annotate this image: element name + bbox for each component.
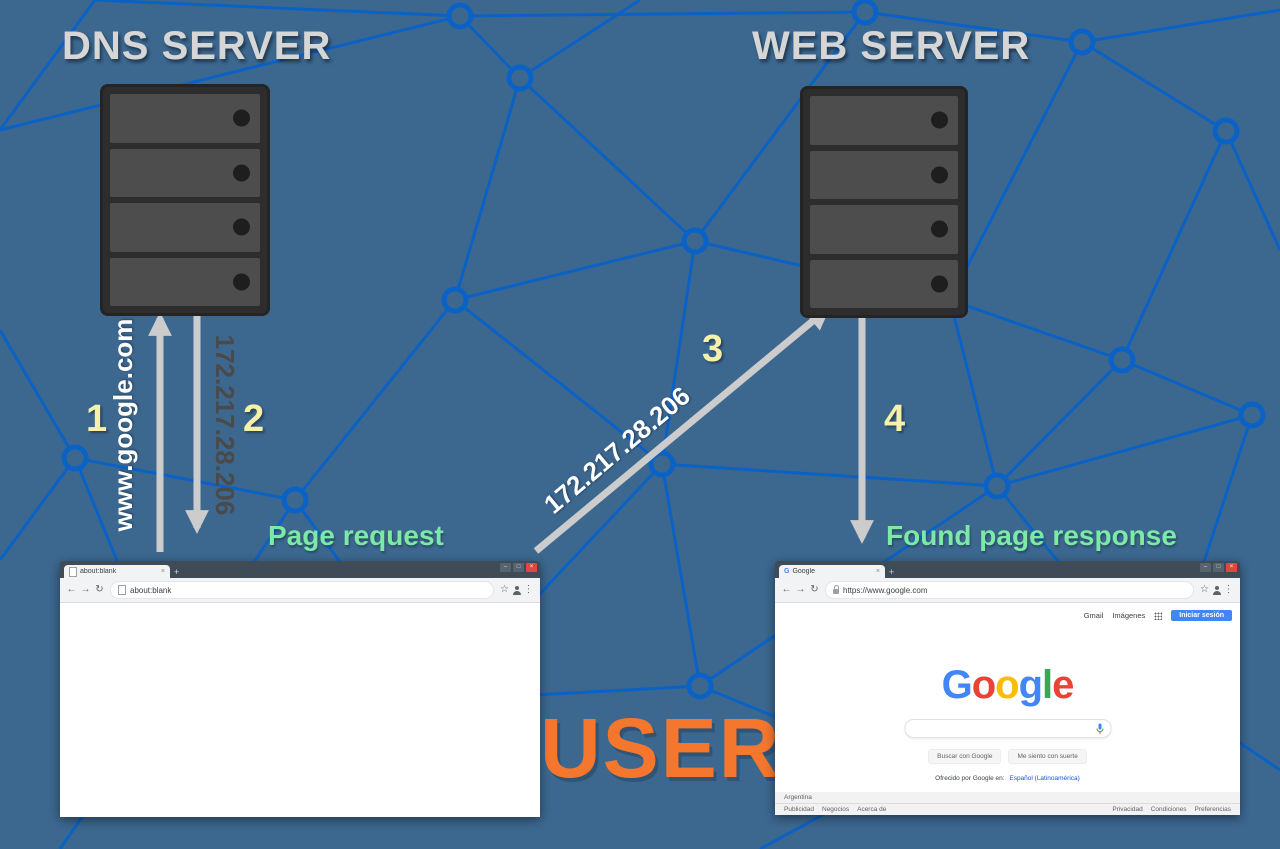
step-4-number: 4	[884, 398, 906, 440]
country-label: Argentina	[775, 792, 1240, 804]
tab-title: Google	[792, 568, 816, 575]
sign-in-button[interactable]: Iniciar sesión	[1171, 610, 1232, 621]
window-controls: – □ ×	[500, 563, 537, 572]
step-3-number: 3	[702, 328, 724, 370]
google-logo: Google	[941, 663, 1075, 707]
window-controls: – □ ×	[1200, 563, 1237, 572]
left-browser-window: about:blank × + – □ × ← → ↻ about:blank …	[60, 561, 540, 817]
minimize-button[interactable]: –	[500, 563, 511, 572]
secure-lock-icon	[833, 584, 839, 594]
request-ip-label: 172.217.28.206	[538, 380, 696, 520]
tab-title: about:blank	[80, 568, 117, 575]
maximize-button[interactable]: □	[513, 563, 524, 572]
maximize-button[interactable]: □	[1213, 563, 1224, 572]
browser-toolbar: ← → ↻ about:blank ☆ ⋮	[60, 578, 540, 603]
web-server-icon	[800, 86, 968, 318]
server-bay	[110, 94, 260, 143]
tab-strip: G Google × + – □ ×	[775, 561, 1240, 578]
profile-icon[interactable]	[512, 586, 521, 595]
url-text: https://www.google.com	[843, 585, 928, 595]
menu-icon[interactable]: ⋮	[1223, 584, 1234, 595]
feeling-lucky-button[interactable]: Me siento con suerte	[1008, 749, 1087, 764]
tab-close-icon[interactable]: ×	[875, 568, 880, 575]
server-bay	[810, 259, 958, 308]
server-bay	[110, 203, 260, 252]
about-link[interactable]: Acerca de	[857, 806, 887, 813]
url-text: about:blank	[130, 585, 172, 595]
privacy-link[interactable]: Privacidad	[1112, 806, 1143, 813]
google-top-nav: Gmail Imágenes Iniciar sesión	[1084, 610, 1232, 621]
refresh-button[interactable]: ↻	[810, 584, 819, 595]
dns-query-label: www.google.com	[108, 318, 138, 532]
dns-response-ip-label: 172.217.28.206	[210, 334, 240, 516]
blank-page-body	[60, 603, 540, 817]
server-bay	[110, 148, 260, 197]
back-button[interactable]: ←	[781, 584, 792, 595]
blank-page-favicon	[69, 566, 77, 577]
images-link[interactable]: Imágenes	[1112, 611, 1146, 620]
step-2-number: 2	[243, 398, 265, 440]
language-link[interactable]: Español (Latinoamérica)	[1009, 775, 1080, 782]
server-bay	[810, 96, 958, 145]
minimize-button[interactable]: –	[1200, 563, 1211, 572]
google-search-button[interactable]: Buscar con Google	[928, 749, 1002, 764]
google-favicon: G	[784, 568, 790, 575]
search-box[interactable]	[904, 719, 1111, 738]
web-server-label: WEB SERVER	[752, 24, 1031, 68]
found-page-response-label: Found page response	[886, 520, 1177, 551]
address-bar[interactable]: about:blank	[110, 581, 494, 599]
browser-toolbar: ← → ↻ https://www.google.com ☆ ⋮	[775, 578, 1240, 603]
forward-button[interactable]: →	[795, 584, 806, 595]
settings-link[interactable]: Preferencias	[1194, 806, 1232, 813]
new-tab-button[interactable]: +	[173, 567, 180, 577]
bookmark-star-icon[interactable]: ☆	[500, 584, 509, 595]
page-icon	[118, 585, 126, 595]
browser-tab[interactable]: G Google ×	[779, 565, 885, 578]
back-button[interactable]: ←	[66, 584, 77, 595]
new-tab-button[interactable]: +	[888, 567, 895, 577]
dns-server-icon	[100, 84, 270, 316]
google-buttons-row: Buscar con Google Me siento con suerte	[775, 749, 1240, 764]
advertising-link[interactable]: Publicidad	[784, 806, 814, 813]
dns-server-label: DNS SERVER	[62, 24, 332, 68]
right-browser-window: G Google × + – □ × ← → ↻ https://www.goo…	[775, 561, 1240, 815]
offered-label: Ofrecido por Google en:	[935, 775, 1005, 782]
apps-grid-icon[interactable]	[1154, 611, 1163, 620]
business-link[interactable]: Negocios	[822, 806, 850, 813]
google-footer: Argentina Publicidad Negocios Acerca de …	[775, 792, 1240, 815]
arrow-3-page-request	[533, 306, 831, 554]
server-bay	[810, 205, 958, 254]
server-bay	[810, 150, 958, 199]
offered-in-text: Ofrecido por Google en: Español (Latinoa…	[775, 775, 1240, 782]
google-home-page: Gmail Imágenes Iniciar sesión Google Bus…	[775, 603, 1240, 815]
menu-icon[interactable]: ⋮	[523, 584, 534, 595]
server-bay	[110, 257, 260, 306]
user-label: USER	[540, 701, 782, 795]
tab-strip: about:blank × + – □ ×	[60, 561, 540, 578]
terms-link[interactable]: Condiciones	[1150, 806, 1187, 813]
tab-close-icon[interactable]: ×	[160, 568, 165, 575]
gmail-link[interactable]: Gmail	[1083, 611, 1104, 620]
refresh-button[interactable]: ↻	[95, 584, 104, 595]
bookmark-star-icon[interactable]: ☆	[1200, 584, 1209, 595]
step-1-number: 1	[86, 398, 108, 440]
forward-button[interactable]: →	[80, 584, 91, 595]
address-bar[interactable]: https://www.google.com	[825, 581, 1194, 599]
page-request-label: Page request	[268, 520, 444, 551]
browser-tab[interactable]: about:blank ×	[64, 565, 170, 578]
mic-icon[interactable]	[1095, 723, 1104, 735]
close-window-button[interactable]: ×	[1226, 563, 1237, 572]
close-window-button[interactable]: ×	[526, 563, 537, 572]
profile-icon[interactable]	[1212, 586, 1221, 595]
